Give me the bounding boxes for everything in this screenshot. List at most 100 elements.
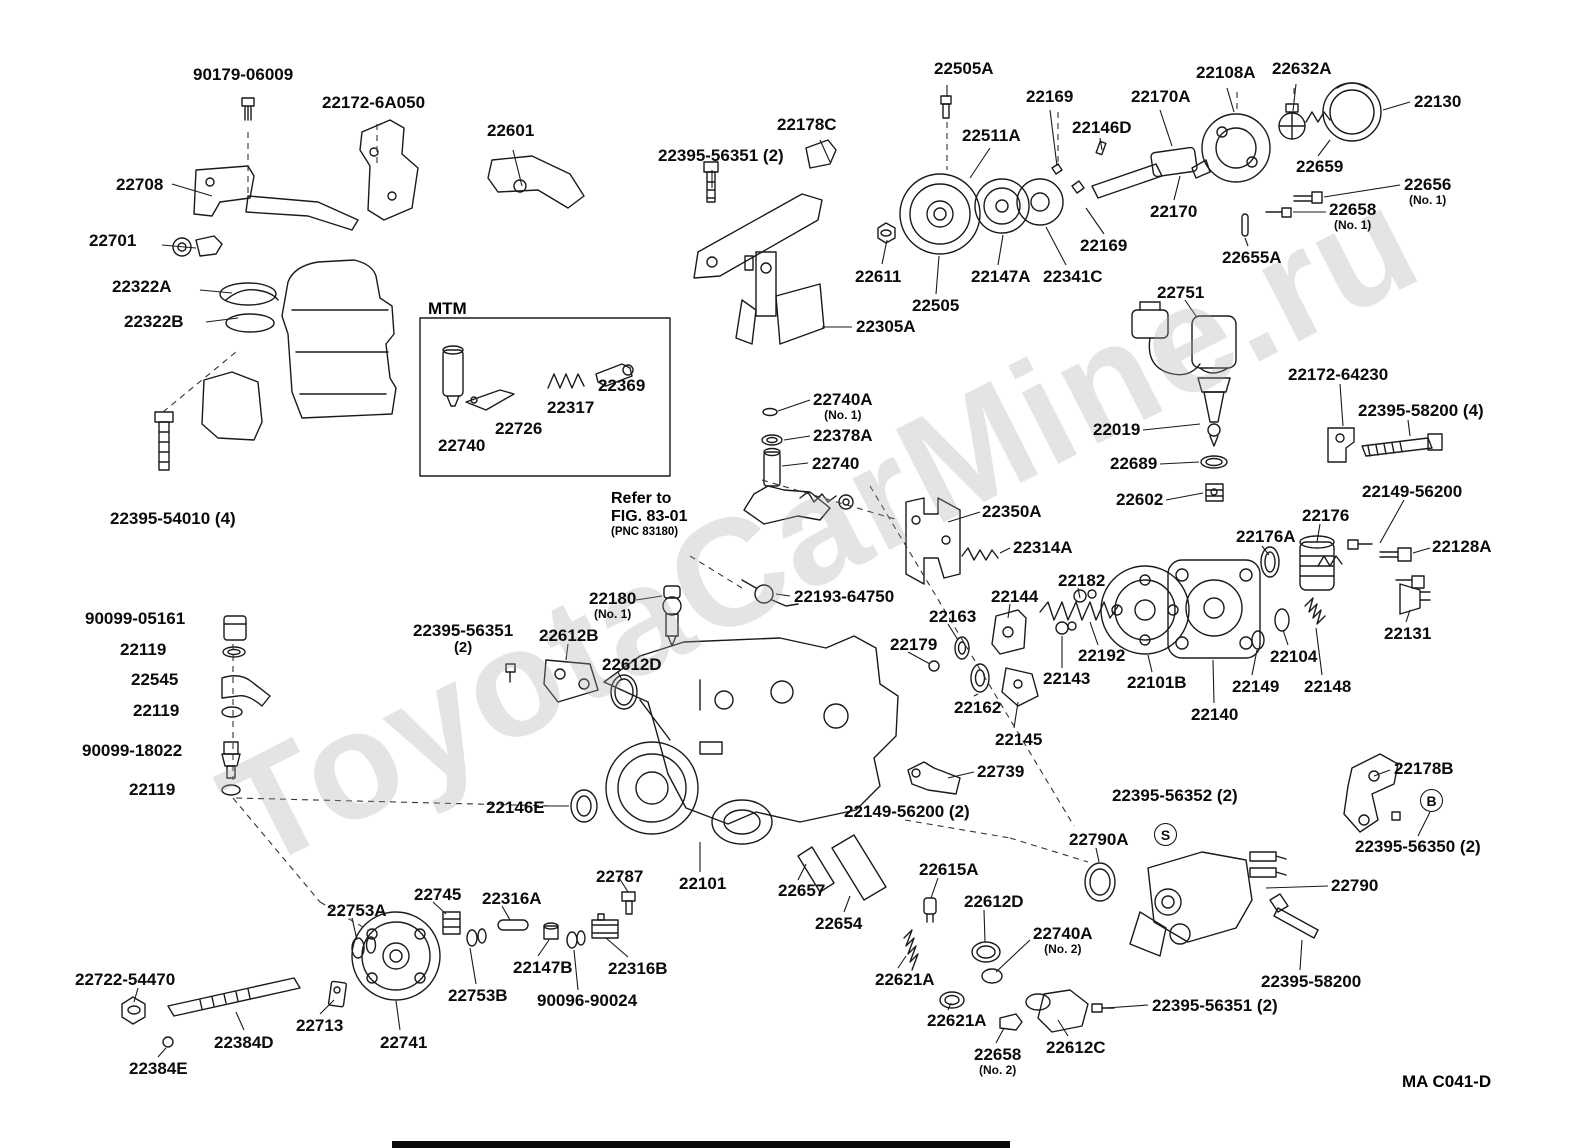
part-label: 22740 [812,454,860,473]
part-label: 22146E [486,798,545,817]
part-label: 22378A [813,426,873,445]
part-label: 22019 [1093,420,1141,439]
part-label: 22395-56351(2) [413,621,514,657]
diagram-code: MA C041-D [1402,1072,1492,1091]
part-label: 22658(No. 2) [974,1045,1022,1078]
part-label: 22395-58200 [1261,972,1362,991]
part-label: 22322A [112,277,172,296]
part-label: 22658(No. 1) [1329,200,1377,233]
part-label: 22193-64750 [794,587,895,606]
part-label: 22179 [890,635,938,654]
part-label: 22172-64230 [1288,365,1389,384]
part-label: 90099-18022 [82,741,183,760]
part-label: 22612C [1046,1038,1106,1057]
part-label: 22350A [982,502,1042,521]
figure-reference-pnc: (PNC 83180) [611,525,679,538]
part-label: 22170 [1150,202,1198,221]
part-label: 22314A [1013,538,1073,557]
part-label: 22615A [919,860,979,879]
part-label: 22741 [380,1033,428,1052]
part-label: 22178C [777,115,837,134]
part-label: 22146D [1072,118,1132,137]
part-label: 22384D [214,1033,274,1052]
bottom-edge-bar [392,1141,1010,1148]
part-label: 22751 [1157,283,1205,302]
figure-reference-line2: FIG. 83-01 [611,507,688,525]
part-label: 22395-56352 (2) [1112,786,1238,805]
part-label: 22182 [1058,571,1106,590]
part-label: 22612B [539,626,599,645]
part-label: 22369 [598,376,646,395]
part-label: 22708 [116,175,164,194]
part-label: 22790 [1331,876,1379,895]
part-label: 22316A [482,889,542,908]
part-label: 22170A [1131,87,1191,106]
part-label: 22713 [296,1016,344,1035]
part-label: 22395-58200 (4) [1358,401,1484,420]
part-label: 90179-06009 [193,65,294,84]
part-label: 22147B [513,958,573,977]
part-label: 22601 [487,121,535,140]
part-label: 22654 [815,914,863,933]
part-label: 22169 [1026,87,1074,106]
part-label: 22656(No. 1) [1404,175,1452,208]
part-label: 22787 [596,867,644,886]
part-label: 22632A [1272,59,1332,78]
part-label: 22740A(No. 2) [1033,924,1093,957]
part-label: 22119 [120,640,167,659]
part-label: 22148 [1304,677,1352,696]
part-label: 22689 [1110,454,1158,473]
part-label: 22611 [855,267,902,286]
part-label: 22505 [912,296,960,315]
part-label: 22602 [1116,490,1164,509]
circled-letter: S [1154,823,1177,846]
part-label: 22144 [991,587,1039,606]
figure-reference-line1: Refer to [611,490,672,507]
part-label: 22612D [964,892,1024,911]
part-label: 22790A [1069,830,1129,849]
part-label: 22395-54010 (4) [110,509,236,528]
part-label: 22180(No. 1) [589,589,637,622]
part-label: 22108A [1196,63,1256,82]
part-label: 22317 [547,398,595,417]
part-label: 22657 [778,881,826,900]
part-label: 22119 [129,780,176,799]
part-label: 22128A [1432,537,1492,556]
part-label: 22145 [995,730,1043,749]
part-label: 22740A(No. 1) [813,390,873,423]
part-label: 22612D [602,655,662,674]
part-label: 22505A [934,59,994,78]
circled-letter: B [1420,789,1443,812]
part-label: 22140 [1191,705,1239,724]
part-label: 22143 [1043,669,1091,688]
part-label: 22172-6A050 [322,93,426,112]
part-label: 22192 [1078,646,1126,665]
part-label: 22753B [448,986,508,1005]
part-label: 22395-56351 (2) [1152,996,1278,1015]
part-label: 22740 [438,436,486,455]
part-label: 22621A [927,1011,987,1030]
part-label: 22726 [495,419,543,438]
part-label: 22341C [1043,267,1103,286]
part-label: 22739 [977,762,1025,781]
part-label: 22178B [1394,759,1454,778]
part-label: 90099-05161 [85,609,186,628]
part-label: 22176 [1302,506,1350,525]
part-label: 22149 [1232,677,1280,696]
part-label: 90096-90024 [537,991,638,1010]
part-label: 22162 [954,698,1002,717]
part-label: 22104 [1270,647,1318,666]
part-label: 22701 [89,231,137,250]
part-label: 22101 [679,874,727,893]
part-label: 22316B [608,959,668,978]
part-label: 22621A [875,970,935,989]
part-label: 22147A [971,267,1031,286]
part-label: 22655A [1222,248,1282,267]
part-label: 22101B [1127,673,1187,692]
mtm-box-label: MTM [428,299,467,318]
part-label: 22753A [327,901,387,920]
part-label: 22176A [1236,527,1296,546]
